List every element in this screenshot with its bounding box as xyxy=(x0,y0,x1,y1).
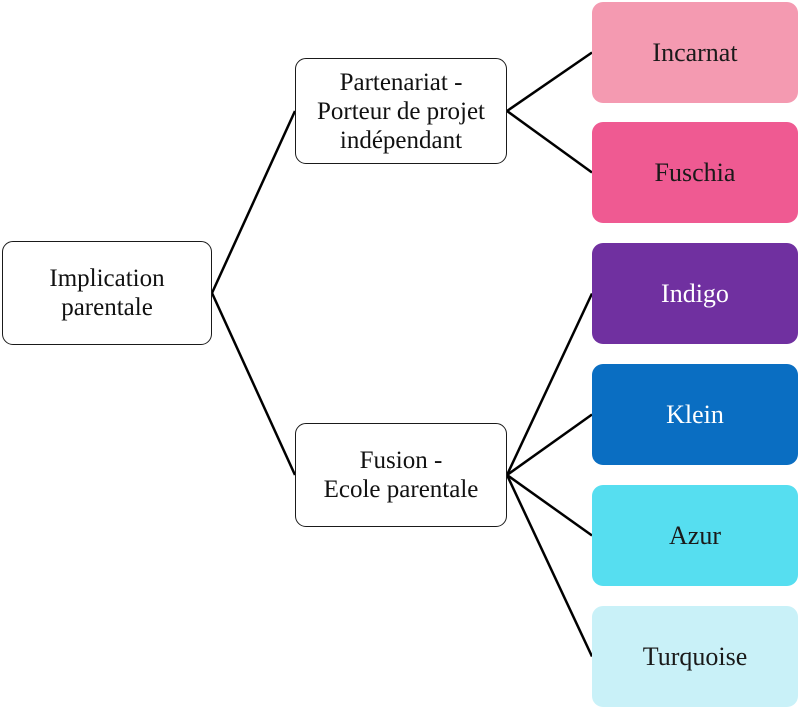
connector-fusion-leaf-3 xyxy=(505,474,594,658)
connector-fusion-leaf-2 xyxy=(506,473,593,537)
connector-fusion-leaf-1 xyxy=(506,413,593,477)
leaf-node-label: Turquoise xyxy=(642,641,748,671)
connector-partenariat-fuschia xyxy=(506,109,593,174)
root-node-label: Implication parentale xyxy=(49,265,165,321)
leaf-node-label: Azur xyxy=(669,520,721,550)
leaf-node-turquoise: Turquoise xyxy=(592,606,798,707)
leaf-node-azur: Azur xyxy=(592,485,798,586)
leaf-node-incarnat: Incarnat xyxy=(592,2,798,103)
leaf-node-label: Klein xyxy=(666,399,724,429)
leaf-node-fuschia: Fuschia xyxy=(592,122,798,223)
leaf-node-label: Fuschia xyxy=(654,157,736,187)
connector-root-partenariat xyxy=(210,110,297,294)
leaf-node-label: Incarnat xyxy=(652,37,738,67)
branch-node-fusion: Fusion - Ecole parentale xyxy=(295,423,507,527)
leaf-node-indigo: Indigo xyxy=(592,243,798,344)
connector-partenariat-incarnat xyxy=(506,51,593,113)
branch-node-label: Fusion - Ecole parentale xyxy=(323,447,479,503)
connector-root-fusion xyxy=(210,292,297,476)
root-node: Implication parentale xyxy=(2,241,212,345)
connector-fusion-leaf-0 xyxy=(505,292,594,476)
leaf-node-klein: Klein xyxy=(592,364,798,465)
branch-node-partenariat: Partenariat - Porteur de projet indépend… xyxy=(295,58,507,164)
branch-node-label: Partenariat - Porteur de projet indépend… xyxy=(316,68,485,154)
leaf-node-label: Indigo xyxy=(661,278,729,308)
